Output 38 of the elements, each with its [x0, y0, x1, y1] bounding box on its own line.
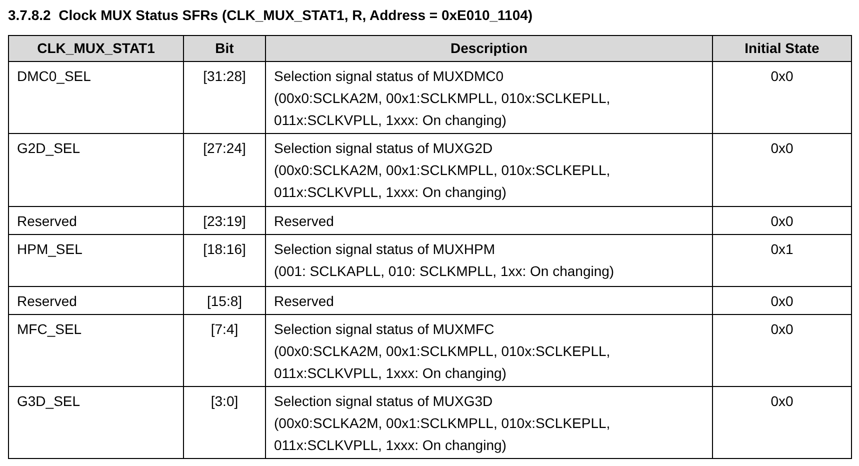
column-header: CLK_MUX_STAT1	[8, 36, 184, 62]
field-name: Reserved	[17, 212, 77, 231]
bit-range: [18:16]	[203, 240, 246, 259]
initial-value: 0x0	[770, 320, 794, 339]
bit-range: [23:19]	[203, 212, 246, 231]
description-text: (00x0:SCLKA2M, 00x1:SCLKMPLL, 010x:SCLKEPLL, 011x:SCLKVPLL, 1xxx: On changing)	[274, 89, 612, 130]
description-text: Selection signal status of MUXHPM	[274, 240, 495, 259]
bit-range: [31:28]	[203, 67, 246, 86]
description-text: Selection signal status of MUXMFC	[274, 320, 494, 339]
field-name: HPM_SEL	[17, 240, 82, 259]
description-text: (00x0:SCLKA2M, 00x1:SCLKMPLL, 010x:SCLKEPLL, 011x:SCLKVPLL, 1xxx: On changing)	[274, 342, 612, 383]
description-text: Selection signal status of MUXG3D	[274, 392, 493, 411]
column-header: Bit	[184, 36, 266, 62]
bit-range: [27:24]	[203, 139, 246, 158]
section-heading: 3.7.8.2 Clock MUX Status SFRs (CLK_MUX_STAT1, R, Address = 0xE010_1104)	[8, 7, 533, 23]
field-name: MFC_SEL	[17, 320, 82, 339]
description-text: Selection signal status of MUXG2D	[274, 139, 493, 158]
description-text: Reserved	[274, 212, 334, 231]
description-text: Selection signal status of MUXDMC0	[274, 67, 504, 86]
description-text: (001: SCLKAPLL, 010: SCLKMPLL, 1xx: On changing)	[274, 262, 614, 281]
field-name: DMC0_SEL	[17, 67, 91, 86]
initial-value: 0x0	[770, 392, 794, 411]
description-text: Reserved	[274, 292, 334, 311]
initial-value: 0x0	[770, 292, 794, 311]
column-header: Description	[266, 36, 712, 62]
initial-value: 0x0	[770, 139, 794, 158]
field-name: G3D_SEL	[17, 392, 80, 411]
bit-range: [15:8]	[206, 292, 242, 311]
initial-value: 0x0	[770, 212, 794, 231]
description-text: (00x0:SCLKA2M, 00x1:SCLKMPLL, 010x:SCLKEPLL, 011x:SCLKVPLL, 1xxx: On changing)	[274, 414, 612, 455]
field-name: G2D_SEL	[17, 139, 80, 158]
column-header: Initial State	[712, 36, 852, 62]
description-text: (00x0:SCLKA2M, 00x1:SCLKMPLL, 010x:SCLKEPLL, 011x:SCLKVPLL, 1xxx: On changing)	[274, 161, 612, 202]
field-name: Reserved	[17, 292, 77, 311]
bit-range: [7:4]	[210, 320, 238, 339]
initial-value: 0x0	[770, 67, 794, 86]
bit-range: [3:0]	[210, 392, 238, 411]
initial-value: 0x1	[770, 240, 794, 259]
